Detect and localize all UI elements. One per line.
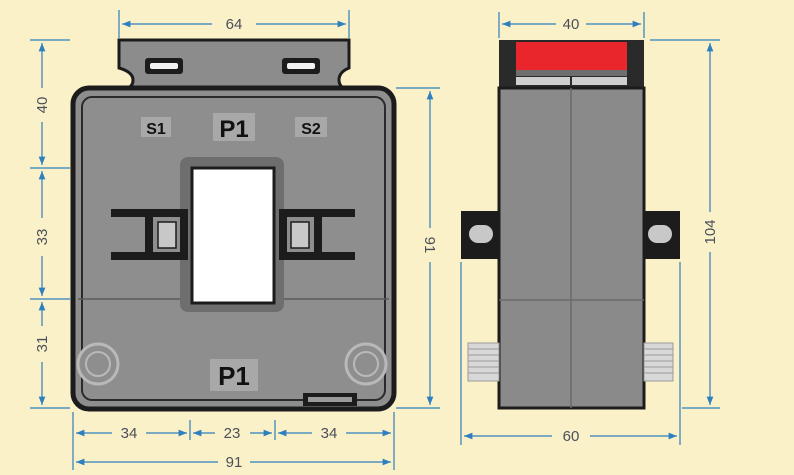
front-view: S1 P1 S2 P1 xyxy=(70,38,397,412)
dim-front-right-height: 91 xyxy=(421,237,438,254)
dimension-lines xyxy=(30,10,720,470)
dim-front-left-middle: 33 xyxy=(34,229,51,246)
side-clamp-right xyxy=(644,211,680,259)
mounting-hole-right xyxy=(344,342,388,386)
dim-front-bottom-total: 91 xyxy=(226,454,243,471)
dim-front-bottom-left: 34 xyxy=(121,425,138,442)
primary-window xyxy=(190,166,276,305)
terminal-label-s2: S2 xyxy=(301,121,321,138)
knurled-screw-left xyxy=(467,342,500,382)
terminal-label-p1-bottom: P1 xyxy=(218,361,250,391)
terminal-clamp-left xyxy=(111,209,188,260)
knurled-screw-right xyxy=(643,342,674,382)
red-cover xyxy=(516,42,627,70)
side-clamp-left xyxy=(461,211,499,259)
dim-front-left-lower: 31 xyxy=(34,336,51,353)
dim-side-bottom-width: 60 xyxy=(563,428,580,445)
dim-front-left-upper: 40 xyxy=(34,97,51,114)
dim-front-bottom-right: 34 xyxy=(321,425,338,442)
terminal-label-s1: S1 xyxy=(146,121,166,138)
terminal-clamp-right xyxy=(279,209,355,260)
terminal-label-p1-top: P1 xyxy=(219,116,248,143)
dim-front-top-width: 64 xyxy=(226,16,243,33)
dim-side-right-height: 104 xyxy=(702,219,719,244)
dim-front-bottom-center: 23 xyxy=(224,425,241,442)
mounting-hole-left xyxy=(76,342,120,386)
side-view xyxy=(461,40,680,410)
dim-side-top-width: 40 xyxy=(563,16,580,33)
